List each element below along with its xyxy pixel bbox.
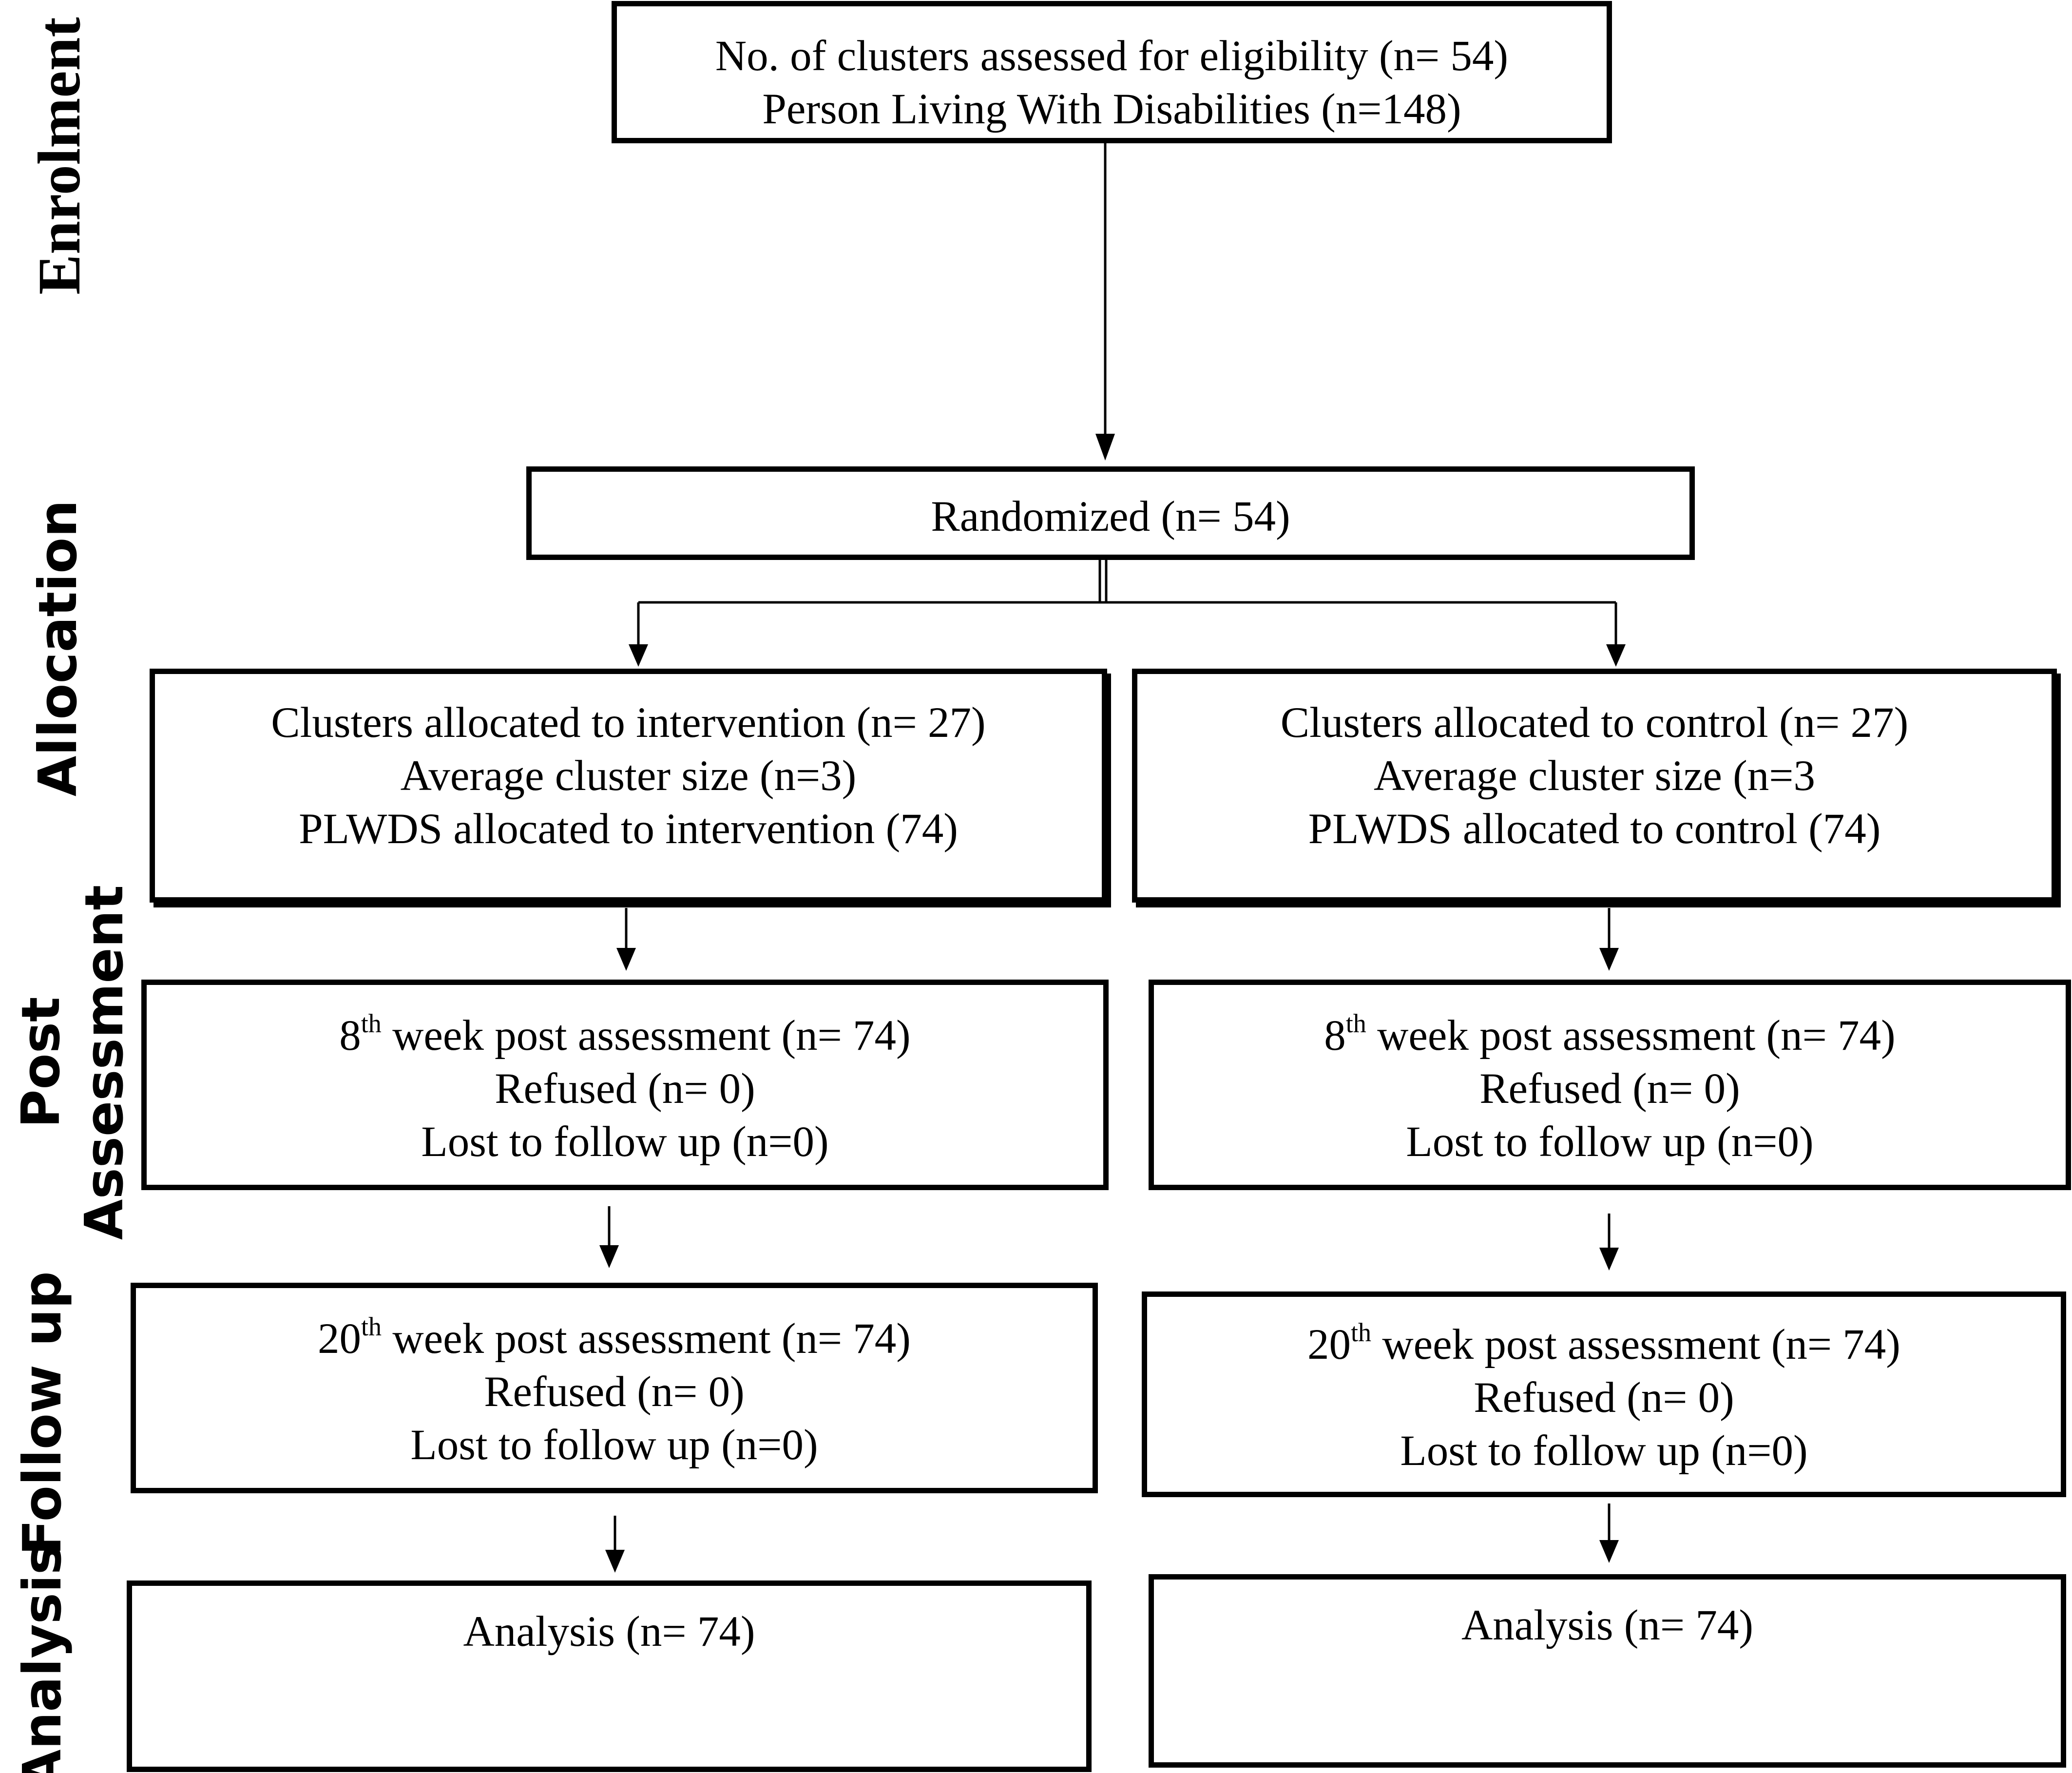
- enrolment-box: No. of clusters assessed for eligibility…: [612, 1, 1612, 143]
- arrowhead-intervention-post: [616, 948, 636, 971]
- control-post-lost-text: Lost to follow up (n=0): [1406, 1118, 1814, 1166]
- control-plwds-text: PLWDS allocated to control (74): [1308, 805, 1881, 853]
- control-cluster-size-text: Average cluster size (n=3: [1374, 752, 1815, 800]
- intervention-analysis-box: Analysis (n= 74): [127, 1580, 1092, 1772]
- control-analysis-text: Analysis (n= 74): [1461, 1601, 1753, 1649]
- intervention-post-ordinal-suffix: th: [361, 1009, 382, 1038]
- intervention-post-refused-text: Refused (n= 0): [495, 1065, 755, 1113]
- intervention-post-desc: week post assessment (n= 74): [381, 1012, 911, 1060]
- intervention-followup-desc: week post assessment (n= 74): [382, 1315, 911, 1363]
- enrolment-clusters-text: No. of clusters assessed for eligibility…: [715, 32, 1509, 80]
- arrowhead-randomization: [1095, 434, 1115, 461]
- enrolment-persons-text: Person Living With Disabilities (n=148): [762, 85, 1461, 133]
- arrowhead-control-analysis: [1599, 1540, 1619, 1563]
- stage-label-post-assessment: Post Assessment: [10, 885, 136, 1240]
- intervention-followup-refused-text: Refused (n= 0): [484, 1368, 745, 1416]
- intervention-post-lost-text: Lost to follow up (n=0): [421, 1118, 829, 1166]
- stage-label-allocation: Allocation: [28, 500, 89, 797]
- control-post-desc: week post assessment (n= 74): [1366, 1012, 1896, 1060]
- control-allocation-box: Clusters allocated to control (n= 27) Av…: [1132, 669, 2057, 903]
- intervention-post-assessment-box: 8th week post assessment (n= 74) Refused…: [141, 980, 1109, 1190]
- intervention-followup-lost-text: Lost to follow up (n=0): [410, 1421, 818, 1469]
- arrowhead-control-followup: [1599, 1248, 1619, 1271]
- intervention-post-week-text: 8th week post assessment (n= 74): [147, 1009, 1103, 1062]
- intervention-followup-week-text: 20th week post assessment (n= 74): [136, 1312, 1093, 1366]
- control-analysis-box: Analysis (n= 74): [1149, 1574, 2066, 1768]
- control-clusters-text: Clusters allocated to control (n= 27): [1280, 699, 1909, 747]
- arrowhead-intervention: [629, 644, 648, 667]
- intervention-post-ordinal: 8: [339, 1012, 361, 1060]
- control-post-week-text: 8th week post assessment (n= 74): [1154, 1009, 2066, 1062]
- control-post-ordinal-suffix: th: [1345, 1009, 1366, 1038]
- intervention-clusters-text: Clusters allocated to intervention (n= 2…: [271, 699, 986, 747]
- intervention-followup-ordinal-suffix: th: [361, 1312, 382, 1341]
- control-followup-week-text: 20th week post assessment (n= 74): [1147, 1318, 2061, 1371]
- arrowhead-intervention-analysis: [605, 1550, 625, 1573]
- control-followup-box: 20th week post assessment (n= 74) Refuse…: [1142, 1291, 2066, 1497]
- stage-label-follow-up: Follow up: [12, 1271, 73, 1556]
- randomized-box: Randomized (n= 54): [526, 466, 1695, 560]
- control-post-assessment-box: 8th week post assessment (n= 74) Refused…: [1149, 980, 2071, 1190]
- intervention-cluster-size-text: Average cluster size (n=3): [400, 752, 857, 800]
- stage-label-assessment: Assessment: [74, 885, 135, 1240]
- control-followup-desc: week post assessment (n= 74): [1371, 1321, 1900, 1368]
- control-followup-refused-text: Refused (n= 0): [1474, 1374, 1734, 1422]
- intervention-followup-ordinal: 20: [318, 1315, 362, 1363]
- intervention-allocation-box: Clusters allocated to intervention (n= 2…: [150, 669, 1107, 903]
- control-followup-ordinal-suffix: th: [1351, 1318, 1372, 1347]
- randomized-text: Randomized (n= 54): [931, 493, 1290, 540]
- arrowhead-intervention-followup: [599, 1245, 619, 1268]
- intervention-followup-box: 20th week post assessment (n= 74) Refuse…: [131, 1283, 1098, 1493]
- stage-label-enrolment: Enrolment: [26, 17, 93, 295]
- control-post-ordinal: 8: [1324, 1012, 1346, 1060]
- stage-label-analysis: Analysis: [12, 1543, 73, 1773]
- intervention-plwds-text: PLWDS allocated to intervention (74): [299, 805, 958, 853]
- control-followup-lost-text: Lost to follow up (n=0): [1400, 1427, 1808, 1475]
- control-post-refused-text: Refused (n= 0): [1479, 1065, 1740, 1113]
- stage-label-post: Post: [11, 997, 72, 1128]
- control-followup-ordinal: 20: [1307, 1321, 1351, 1368]
- intervention-analysis-text: Analysis (n= 74): [463, 1608, 755, 1656]
- arrowhead-control: [1606, 644, 1626, 667]
- arrowhead-control-post: [1599, 948, 1619, 971]
